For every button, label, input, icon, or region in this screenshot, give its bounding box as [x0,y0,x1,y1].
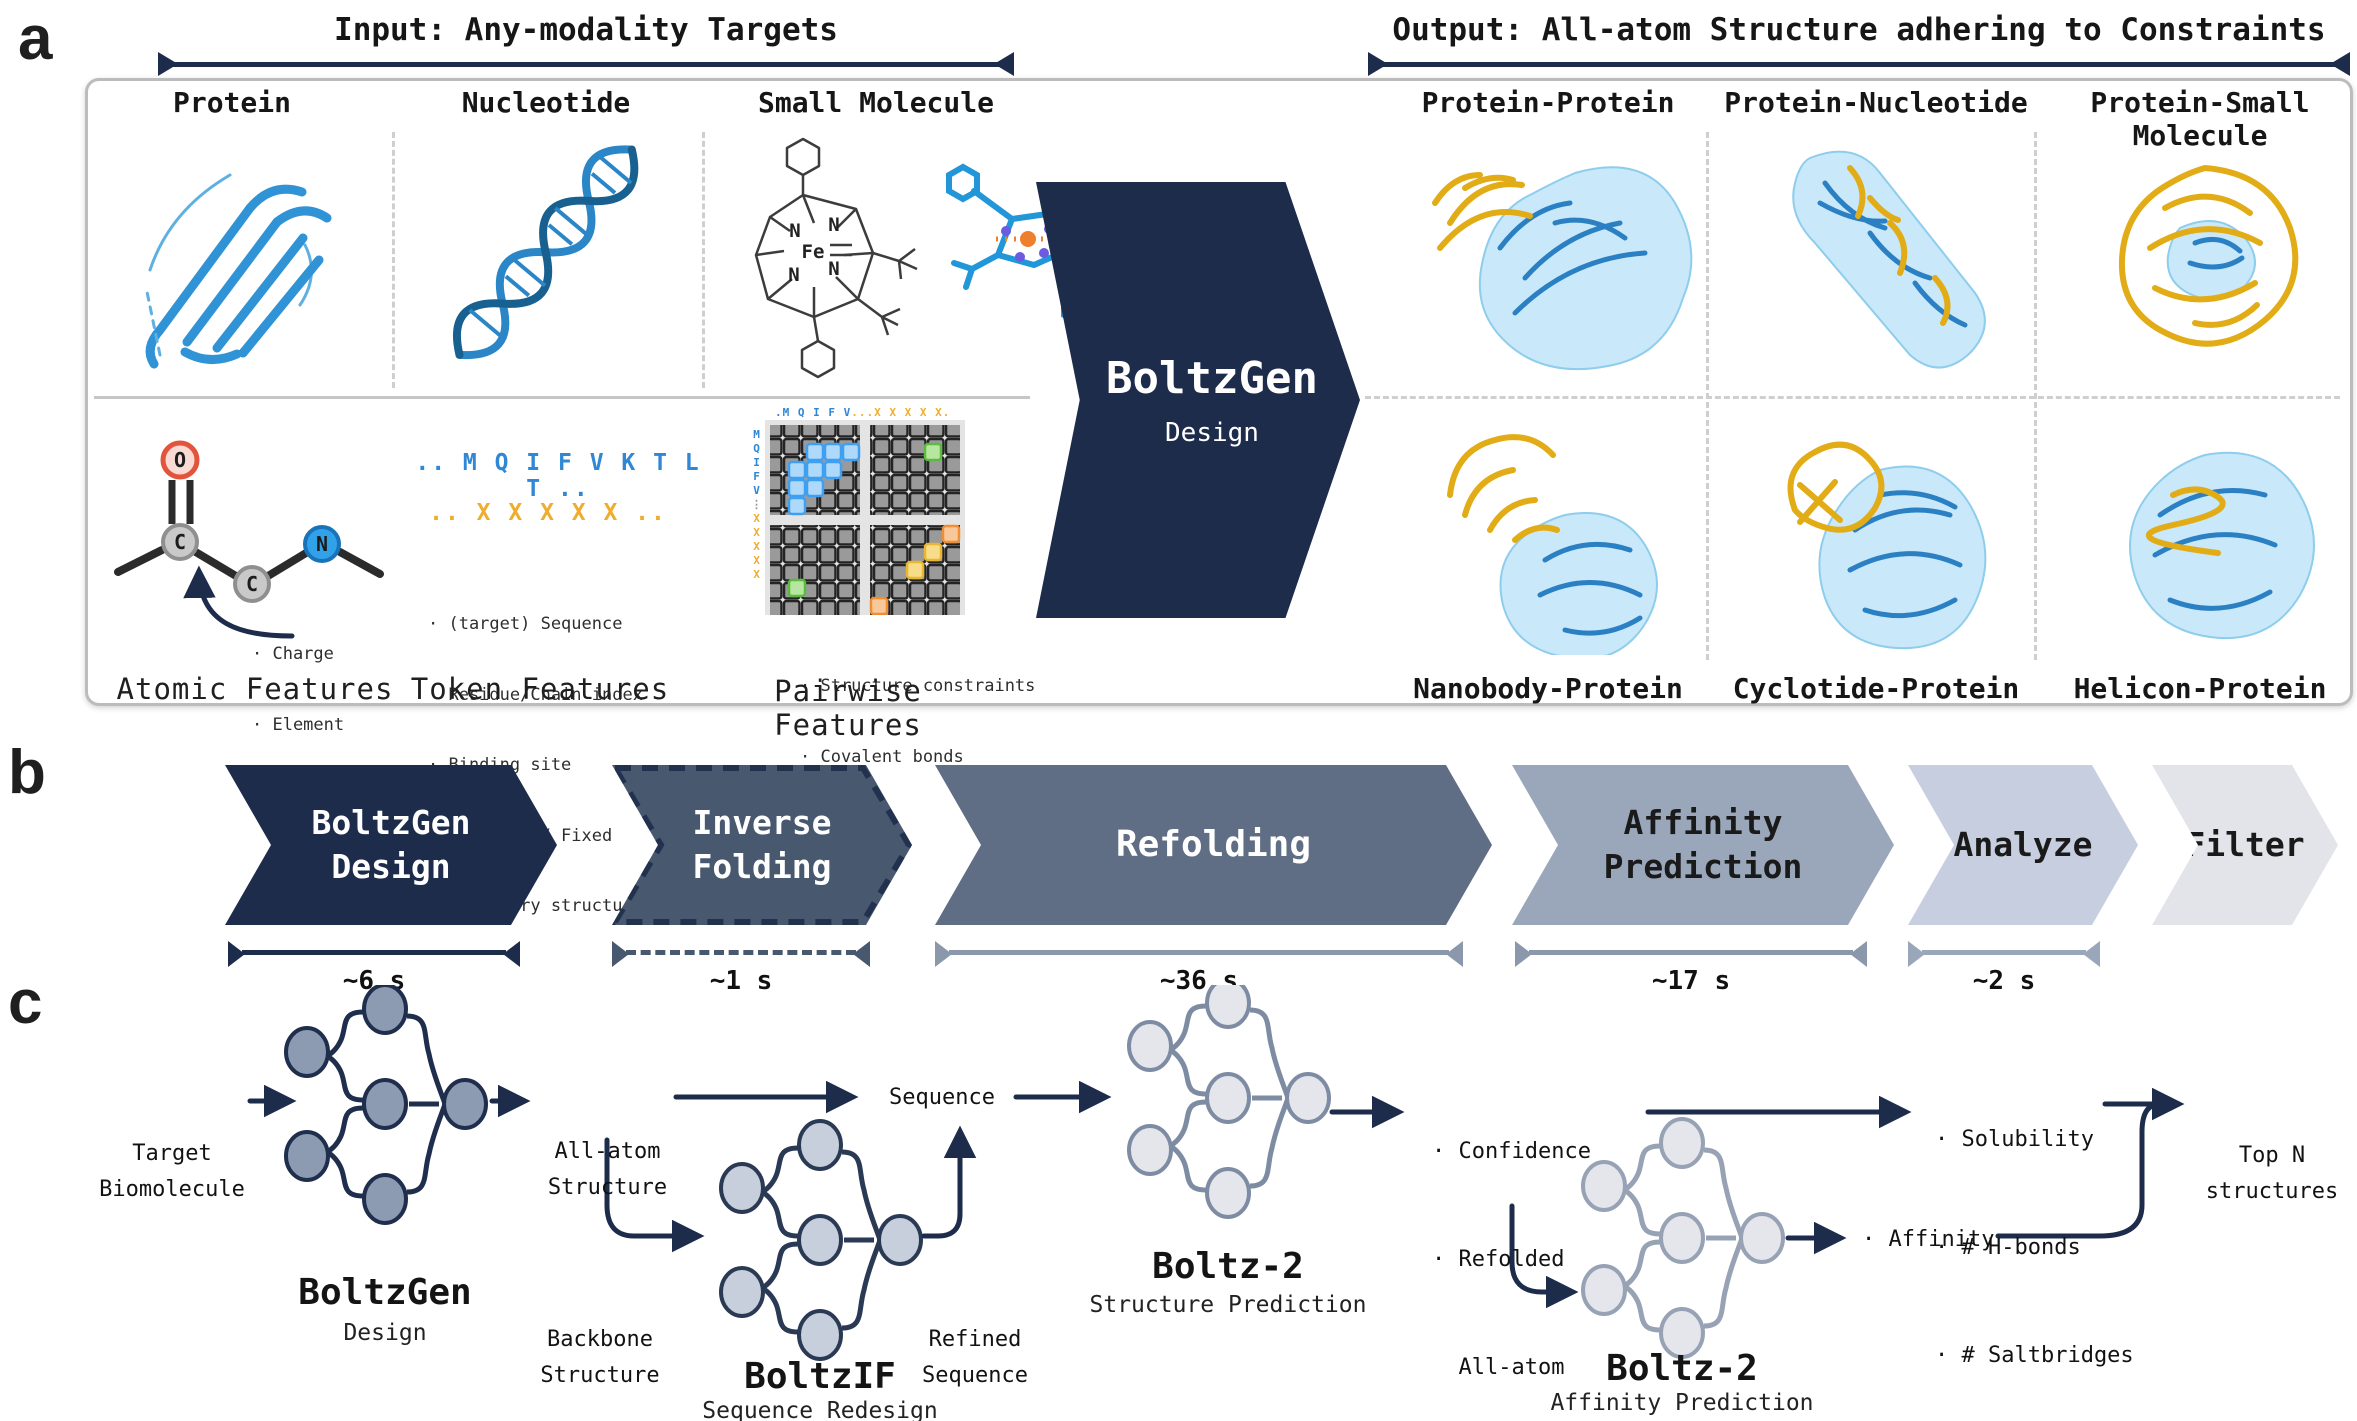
protein-nucleotide-image [1792,150,1986,369]
panel-b-label: b [8,738,46,807]
confidence-list: · Confidence · Refolded All-atom Structu… [1432,1139,1591,1380]
small-molecule-2d-image: N N N N Fe [754,137,918,379]
output-col-protein-nucleotide: Protein-Nucleotide [1724,86,2028,119]
pairwise-features-caption: Pairwise Features [774,674,922,742]
timing-bar-affinity [1515,941,1867,967]
pairwise-col-axis-gold: ...X X X X X. [851,406,951,419]
timing-label-analyze: ~2 s [1972,966,2036,996]
atom-label-n: N [828,258,839,280]
stage-affinity-prediction: Affinity Prediction [1512,765,1894,925]
metrics-list: · Solubility · # H-bonds · # Saltbridges… [1935,1127,2134,1368]
stage-boltzgen-design: BoltzGen Design [225,765,557,925]
stage-analyze: Analyze [1908,765,2138,925]
boltzgen-sub: Design [343,1320,427,1346]
boltzif-sub: Sequence Redesign [702,1398,938,1421]
output-label-cyclotide-protein: Cyclotide-Protein [1732,672,2020,705]
pairwise-row-axis-gold: XXXXX [750,512,763,582]
timing-bar-analyze [1908,941,2100,967]
token-seq-blue: .. M Q I F V K T L T .. [415,450,701,502]
input-divider-2 [702,132,705,388]
timing-bar-inverse-folding [612,941,870,967]
boltzgen-arrow-title: BoltzGen [1106,352,1318,404]
output-col-protein-small-molecule: Protein-Small Molecule [2090,86,2310,152]
stage-filter: Filter [2152,765,2338,925]
boltzgen-arrow-subtitle: Design [1165,417,1259,448]
atom-label-n: N [788,264,799,286]
dashed-border [612,765,912,925]
boltz2-affinity-network-icon [1583,1119,1783,1357]
boltzif-network-icon [721,1121,921,1359]
pairwise-matrix-graphic [765,420,965,615]
token-seq-gold: .. X X X X X .. [429,500,667,526]
panel-c-flow-graphic [247,985,2185,1421]
panel-a-label: a [18,4,53,73]
input-row-divider [94,396,1030,399]
atom-c2: C [246,572,258,596]
atom-label-n: N [789,220,800,242]
protein-protein-image [1432,166,1693,371]
pairwise-col-axis-blue: .M Q I F V [775,406,852,419]
output-divider-2 [2034,132,2037,660]
cyclotide-protein-image [1787,441,1987,650]
boltz2-structure-name: Boltz-2 [1152,1246,1304,1287]
pairwise-row-axis-blue: MQIFV [750,428,763,498]
output-divider-1 [1706,132,1709,660]
input-header: Input: Any-modality Targets [334,12,838,48]
timing-label-inverse-folding: ~1 s [709,966,773,996]
panel-c-label: c [8,968,43,1037]
input-col-nucleotide: Nucleotide [461,86,631,119]
output-row-divider [1365,396,2340,399]
boltzgen-name: BoltzGen [298,1272,472,1313]
atom-c1: C [174,530,186,554]
atomic-features-caption: Atomic Features [116,672,394,706]
boltz2-structure-network-icon [1129,985,1329,1217]
boltzgen-design-arrow: BoltzGen Design [1036,182,1360,618]
nucleotide-helix-image [452,145,639,360]
timing-bar-refolding [935,941,1463,967]
helicon-protein-image [2129,451,2315,639]
nanobody-protein-image [1447,434,1658,655]
token-features-caption: Token Features [410,672,670,706]
pairwise-row-axis-dots: ⋮ [750,498,763,512]
output-label-nanobody-protein: Nanobody-Protein [1413,672,1683,705]
timing-label-affinity: ~17 s [1651,966,1731,996]
input-col-small-molecule: Small Molecule [757,86,994,119]
protein-ribbon-image [144,173,332,369]
boltz2-structure-sub: Structure Prediction [1089,1292,1367,1318]
input-divider-1 [392,132,395,388]
atomic-features-graphic: O C C N [114,440,384,639]
atom-label-n: N [828,214,839,236]
flow-arrows [247,1080,2185,1309]
pairwise-bullets: · Structure constraints · Covalent bonds [800,676,1036,767]
atom-o: O [174,448,186,472]
boltzif-name: BoltzIF [744,1356,896,1397]
input-col-protein: Protein [172,86,291,119]
boltzgen-network-icon [286,985,486,1223]
output-col-protein-protein: Protein-Protein [1421,86,1675,119]
timing-bar-boltzgen [228,941,520,967]
atom-label-fe: Fe [802,241,825,263]
sequence-label: Sequence [889,1085,995,1110]
protein-small-molecule-image [2118,165,2299,347]
output-label-helicon-protein: Helicon-Protein [2073,672,2327,705]
affinity-label: · Affinity [1862,1227,1995,1252]
boltz2-affinity-name: Boltz-2 [1606,1348,1758,1389]
output-header: Output: All-atom Structure adhering to C… [1392,12,2326,48]
boltz2-affinity-sub: Affinity Prediction [1550,1390,1814,1416]
input-span-bracket [158,52,1014,76]
stage-refolding: Refolding [935,765,1492,925]
atom-n: N [316,532,328,556]
output-span-bracket [1368,52,2350,76]
stage-inverse-folding: Inverse Folding [612,765,912,925]
